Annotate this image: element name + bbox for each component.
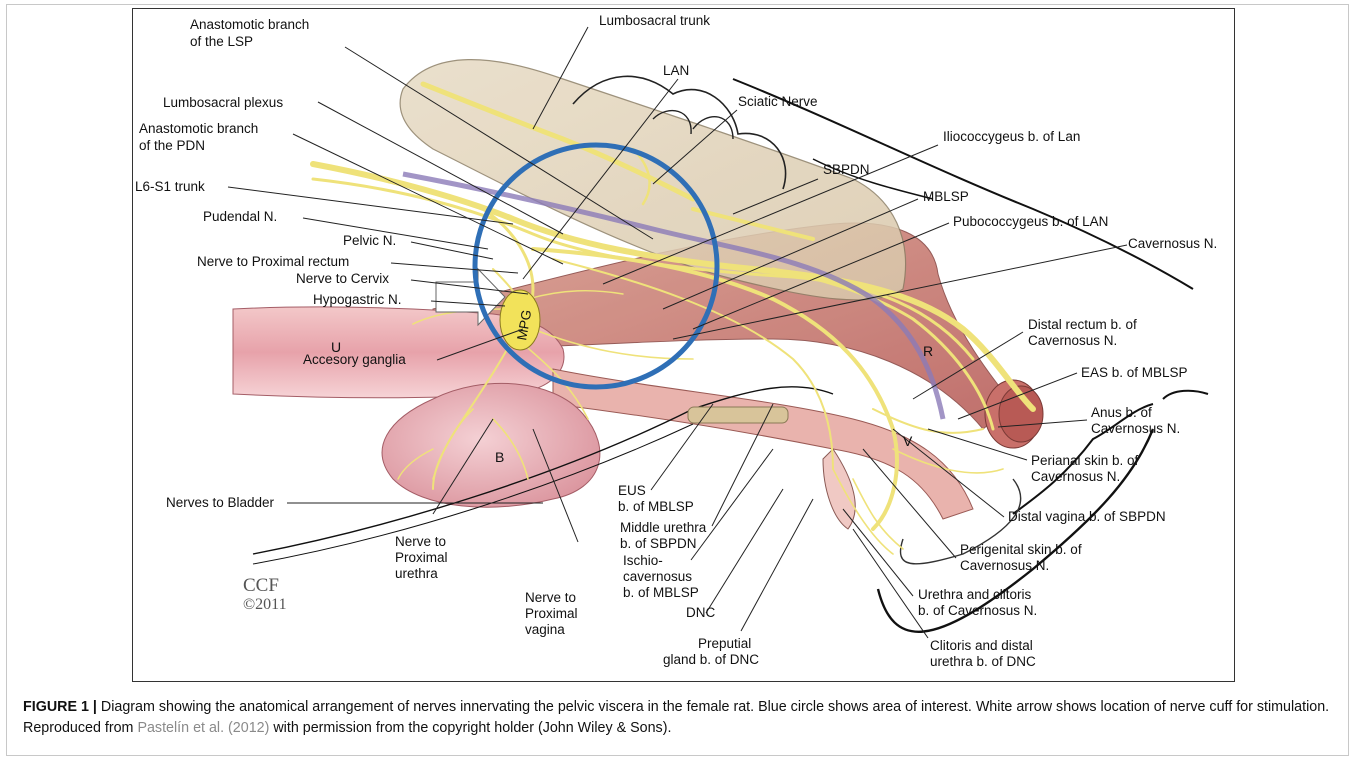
bladder-shape xyxy=(382,383,600,507)
label-pelvic: Pelvic N. xyxy=(343,233,396,248)
organ-label-v: V xyxy=(903,433,913,449)
label-lumbosacral-plexus: Lumbosacral plexus xyxy=(163,95,283,110)
organ-label-b: B xyxy=(495,449,504,465)
label-iliococcygeus: Iliococcygeus b. of Lan xyxy=(943,129,1080,144)
organ-label-r: R xyxy=(923,343,933,359)
label-l6s1: L6-S1 trunk xyxy=(135,179,205,194)
label-eas: EAS b. of MBLSP xyxy=(1081,365,1188,380)
organ-label-u: U xyxy=(331,339,341,355)
figure-number: FIGURE 1 | xyxy=(23,699,97,715)
label-cervix: Nerve to Cervix xyxy=(296,271,389,286)
label-nerves-bladder: Nerves to Bladder xyxy=(166,495,275,510)
label-mblsp: MBLSP xyxy=(923,189,969,204)
diagram-canvas: MPG xyxy=(133,9,1235,682)
label-lan: LAN xyxy=(663,63,689,78)
label-sbpdn: SBPDN xyxy=(823,162,870,177)
label-pudendal: Pudendal N. xyxy=(203,209,277,224)
reference-link[interactable]: Pastelín et al. (2012) xyxy=(137,720,269,736)
label-hypogastric: Hypogastric N. xyxy=(313,292,402,307)
preputial-gland xyxy=(688,407,788,423)
label-cavernosus: Cavernosus N. xyxy=(1128,236,1217,251)
figure-caption: FIGURE 1 | Diagram showing the anatomica… xyxy=(23,697,1343,739)
label-dnc: DNC xyxy=(686,605,715,620)
label-accessory: Accesory ganglia xyxy=(303,352,406,367)
copyright-mark: CCF ©2011 xyxy=(243,575,287,613)
label-sciatic: Sciatic Nerve xyxy=(738,94,818,109)
figure-frame: MPG xyxy=(6,4,1349,756)
label-lumbosacral-trunk: Lumbosacral trunk xyxy=(599,13,710,28)
anatomy-diagram: MPG xyxy=(132,8,1235,682)
mpg-ganglion: MPG xyxy=(500,290,540,350)
label-pubococcygeus: Pubococcygeus b. of LAN xyxy=(953,214,1108,229)
caption-text-end: with permission from the copyright holde… xyxy=(269,720,671,736)
label-proximal-rectum: Nerve to Proximal rectum xyxy=(197,254,349,269)
label-distal-vagina: Distal vagina b. of SBPDN xyxy=(1008,509,1166,524)
